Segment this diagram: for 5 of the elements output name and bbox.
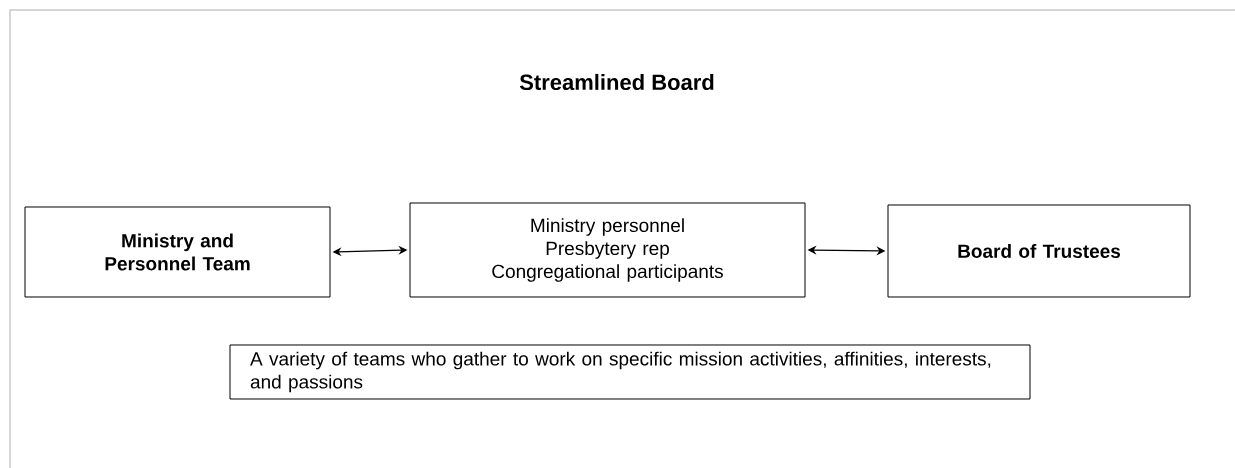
text-box: Ministry personnel Presbytery rep Congregational participants: [409, 202, 806, 298]
text-box: Ministry and Personnel Team: [24, 206, 331, 298]
text-box: Board of Trustees: [887, 204, 1191, 298]
title: Streamlined Board: [519, 73, 714, 91]
text-box: A variety of teams who gather to work on specific mission activities, affinities, interests, and passions: [229, 344, 1031, 400]
